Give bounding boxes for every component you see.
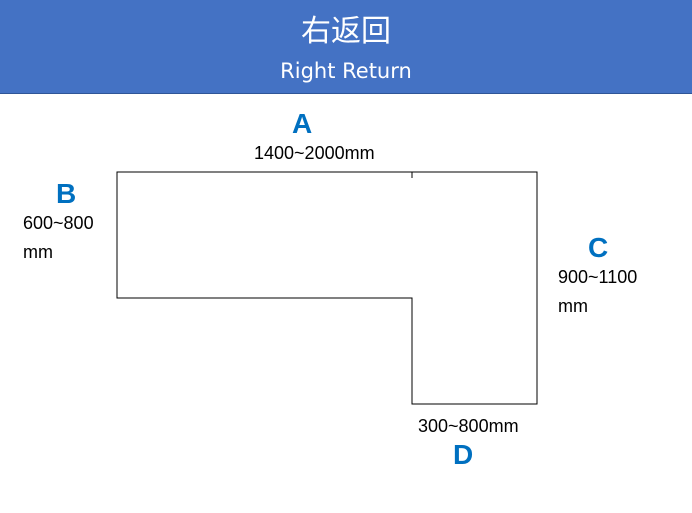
l-shape-outline (116, 171, 538, 405)
side-a-dimension: 1400~2000mm (254, 143, 375, 163)
side-b-label: B (56, 178, 77, 209)
side-a-label: A (292, 108, 313, 139)
side-b-dimension-line2: mm (23, 242, 53, 262)
side-b-dimension-line1: 600~800 (23, 213, 94, 233)
side-d-label: D (453, 439, 474, 470)
title-banner: 右返回 Right Return (0, 0, 692, 94)
side-c-dimension-line1: 900~1100 (558, 267, 638, 287)
title-chinese: 右返回 (301, 14, 391, 49)
side-c-label: C (588, 232, 609, 263)
side-d-dimension: 300~800mm (418, 416, 519, 436)
title-english: Right Return (280, 59, 412, 83)
side-c-dimension-line2: mm (558, 296, 588, 316)
